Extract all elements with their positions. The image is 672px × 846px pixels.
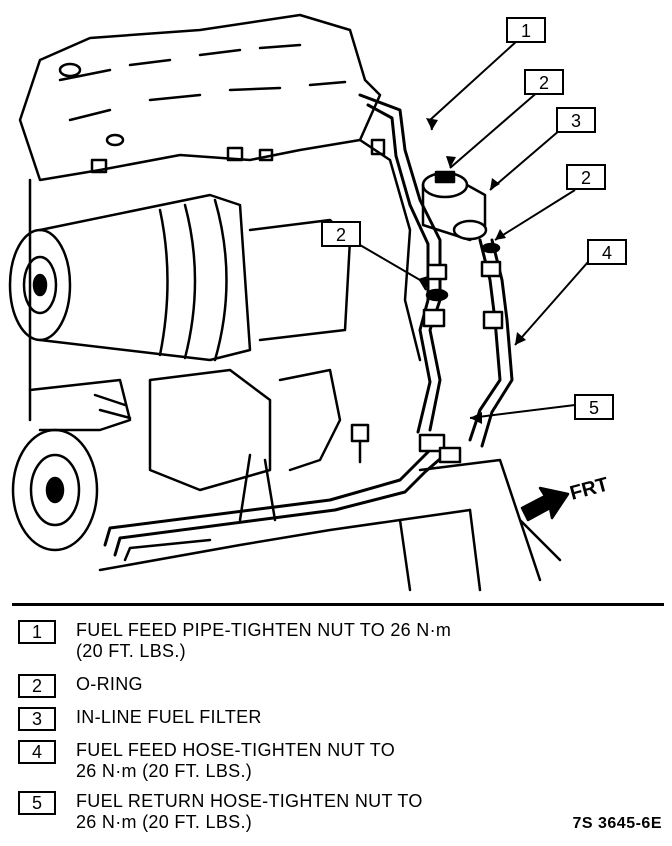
legend-description: FUEL RETURN HOSE-TIGHTEN NUT TO 26 N·m (… [76, 791, 423, 832]
callout-2-left: 2 [321, 221, 361, 247]
legend-number-box: 2 [18, 674, 56, 698]
callout-1: 1 [506, 17, 546, 43]
legend-number-box: 3 [18, 707, 56, 731]
legend-description: IN-LINE FUEL FILTER [76, 707, 262, 727]
svg-text:5: 5 [589, 398, 599, 418]
svg-text:2: 2 [581, 168, 591, 188]
inline-fuel-filter [421, 170, 488, 242]
front-direction-arrow [520, 486, 570, 522]
callout-5: 5 [574, 394, 614, 420]
svg-text:3: 3 [571, 111, 581, 131]
svg-text:2: 2 [539, 73, 549, 93]
legend-item-1: 1 FUEL FEED PIPE-TIGHTEN NUT TO 26 N·m (… [18, 620, 451, 662]
engine-fuel-line-illustration: 1 2 3 2 2 4 5 FRT [8, 13, 627, 592]
callout-2-right: 2 [566, 164, 606, 190]
figure-reference: 7S 3645-6E [572, 815, 662, 832]
legend-number-box: 5 [18, 791, 56, 815]
fuel-pipe-lower [103, 438, 442, 547]
legend-number-box: 1 [18, 620, 56, 644]
fuel-feed-pipe [358, 93, 442, 432]
callout-2-top: 2 [524, 69, 564, 95]
legend-item-2: 2 O-RING [18, 674, 143, 698]
legend-description: FUEL FEED PIPE-TIGHTEN NUT TO 26 N·m (20… [76, 620, 452, 661]
legend-description: O-RING [76, 674, 143, 694]
svg-text:1: 1 [521, 21, 531, 41]
legend-divider [12, 603, 664, 606]
engine-block-outline [18, 13, 382, 182]
callout-3: 3 [556, 107, 596, 133]
svg-text:2: 2 [336, 225, 346, 245]
front-direction-label: FRT [568, 474, 611, 505]
legend-number-box: 4 [18, 740, 56, 764]
legend-description: FUEL FEED HOSE-TIGHTEN NUT TO 26 N·m (20… [76, 740, 396, 781]
legend-item-5: 5 FUEL RETURN HOSE-TIGHTEN NUT TO 26 N·m… [18, 791, 423, 833]
legend-item-4: 4 FUEL FEED HOSE-TIGHTEN NUT TO 26 N·m (… [18, 740, 395, 782]
callout-4: 4 [587, 239, 627, 265]
svg-text:4: 4 [602, 243, 612, 263]
legend-item-3: 3 IN-LINE FUEL FILTER [18, 707, 262, 731]
